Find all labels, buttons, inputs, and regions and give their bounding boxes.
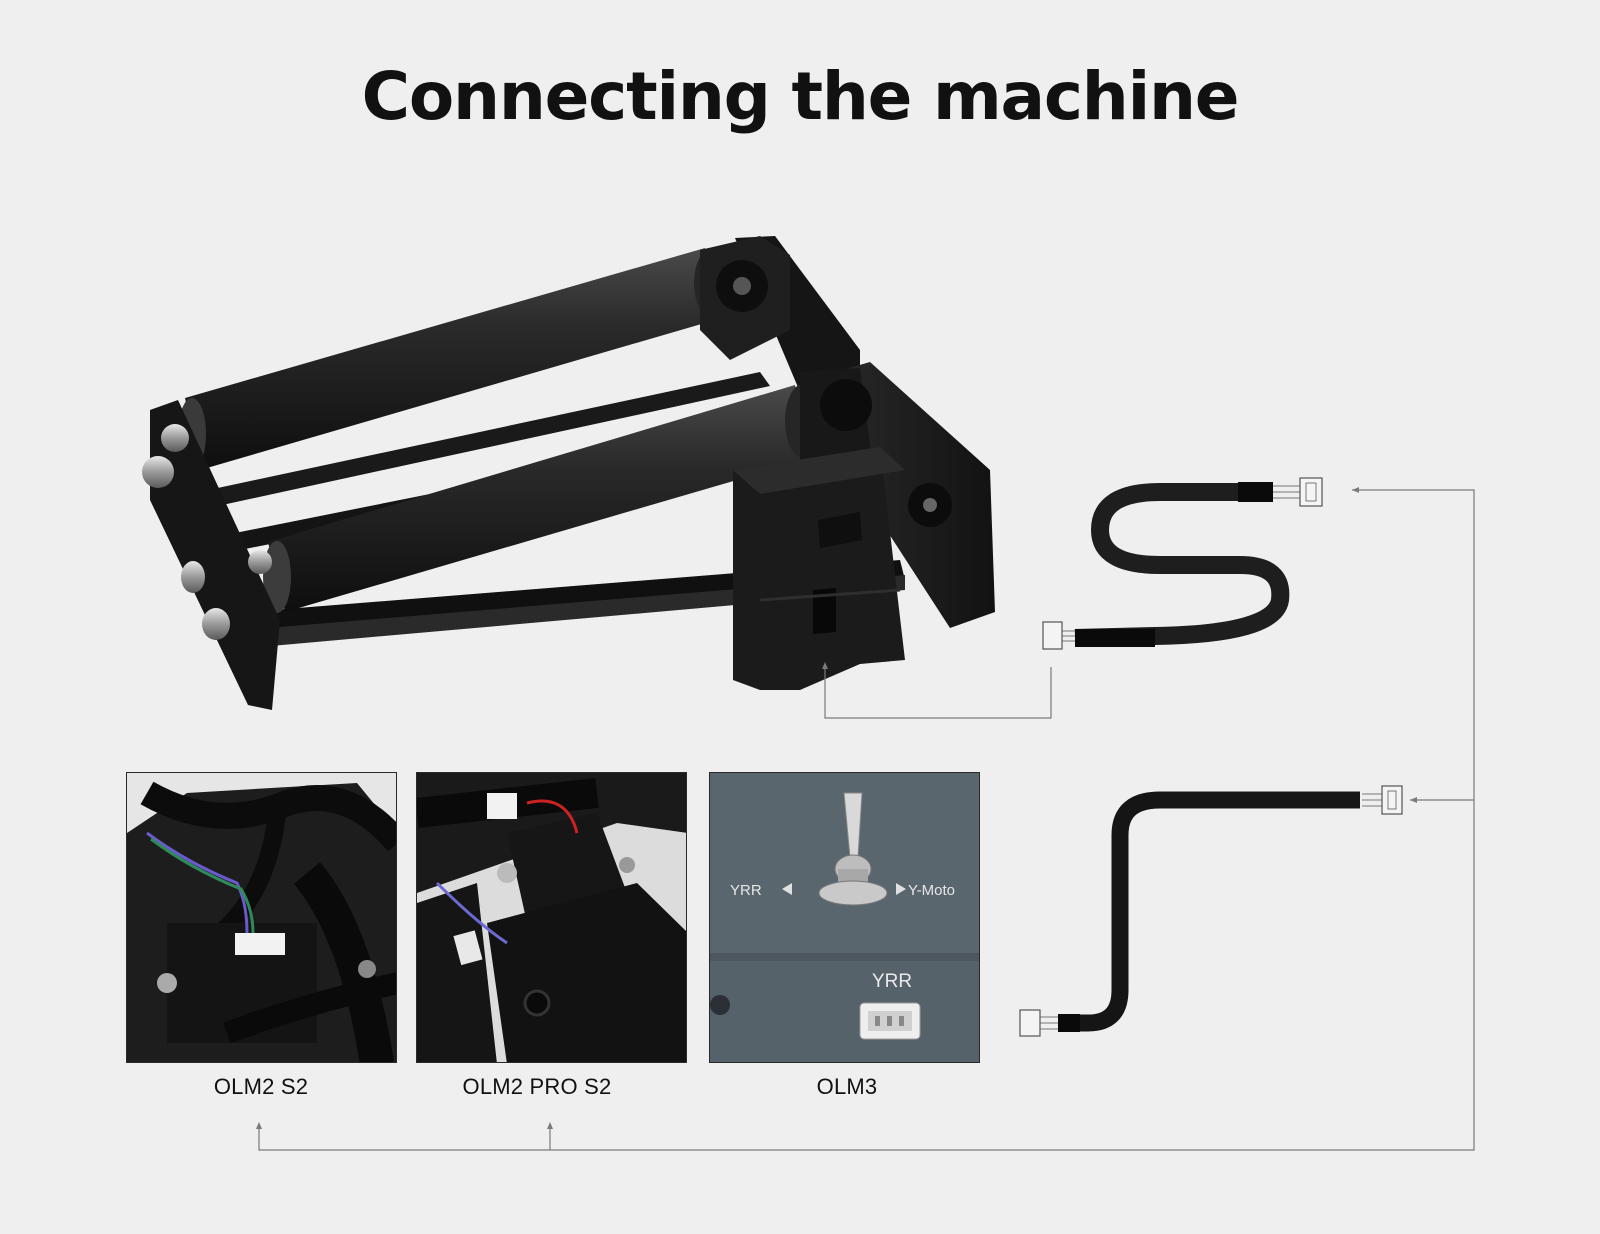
motor-cable bbox=[1042, 477, 1323, 650]
toggle-switch bbox=[818, 792, 888, 906]
switch-label-right: Y-Moto bbox=[908, 882, 955, 899]
board-photo-olm2-pro-s2 bbox=[416, 772, 687, 1063]
stepper-motor bbox=[733, 447, 905, 690]
left-end-plate bbox=[142, 400, 280, 710]
board-connection-lines bbox=[258, 489, 1475, 1151]
motor-end-connector bbox=[1042, 621, 1063, 650]
board-photo-olm3: YRR Y-Moto YRR bbox=[709, 772, 980, 1063]
motor-connection-line bbox=[822, 662, 1052, 719]
board-label-olm2-s2: OLM2 S2 bbox=[213, 1074, 309, 1099]
board-label-olm2-pro-s2: OLM2 PRO S2 bbox=[462, 1074, 612, 1099]
board-photo-olm2-s2 bbox=[126, 772, 397, 1063]
page-title: Connecting the machine bbox=[361, 58, 1240, 135]
port-label: YRR bbox=[872, 971, 912, 992]
board-label-olm3: OLM3 bbox=[816, 1074, 878, 1099]
connection-arrowheads bbox=[256, 487, 1417, 1129]
rotary-roller-illustration bbox=[142, 236, 1323, 719]
extension-cable bbox=[1019, 785, 1403, 1037]
yrr-port bbox=[859, 1002, 921, 1040]
switch-label-left: YRR bbox=[730, 882, 762, 899]
